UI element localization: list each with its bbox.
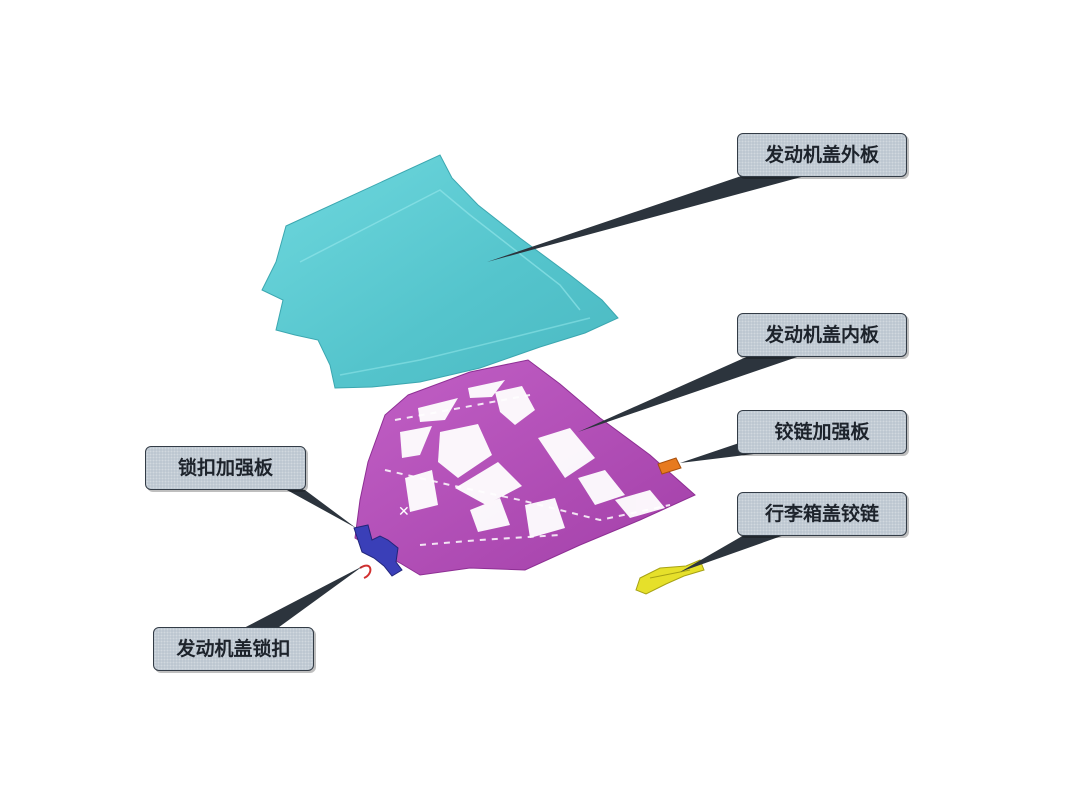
callout-hood-inner-panel: 发动机盖内板 [737,313,907,357]
callout-trunk-lid-hinge: 行李箱盖铰链 [737,492,907,536]
hood-inner-panel-part: ✕ [354,359,696,576]
leader-trunk-hinge [680,527,790,572]
leader-lines [240,168,805,630]
callout-hood-outer-panel: 发动机盖外板 [737,133,907,177]
leader-hood-latch [240,566,363,630]
leader-inner-panel [578,350,800,432]
leader-latch-reinforcement [276,484,356,528]
svg-text:✕: ✕ [398,504,410,520]
callout-hinge-reinforcement: 铰链加强板 [737,410,907,454]
leader-outer-panel [487,168,805,262]
latch-reinforcement-part [353,524,403,577]
hinge-reinforcement-part [657,457,682,475]
callout-latch-reinforcement: 锁扣加强板 [145,446,306,490]
hood-latch-part [359,564,372,579]
hood-outer-panel-part [261,154,619,389]
callout-hood-latch: 发动机盖锁扣 [153,627,314,671]
